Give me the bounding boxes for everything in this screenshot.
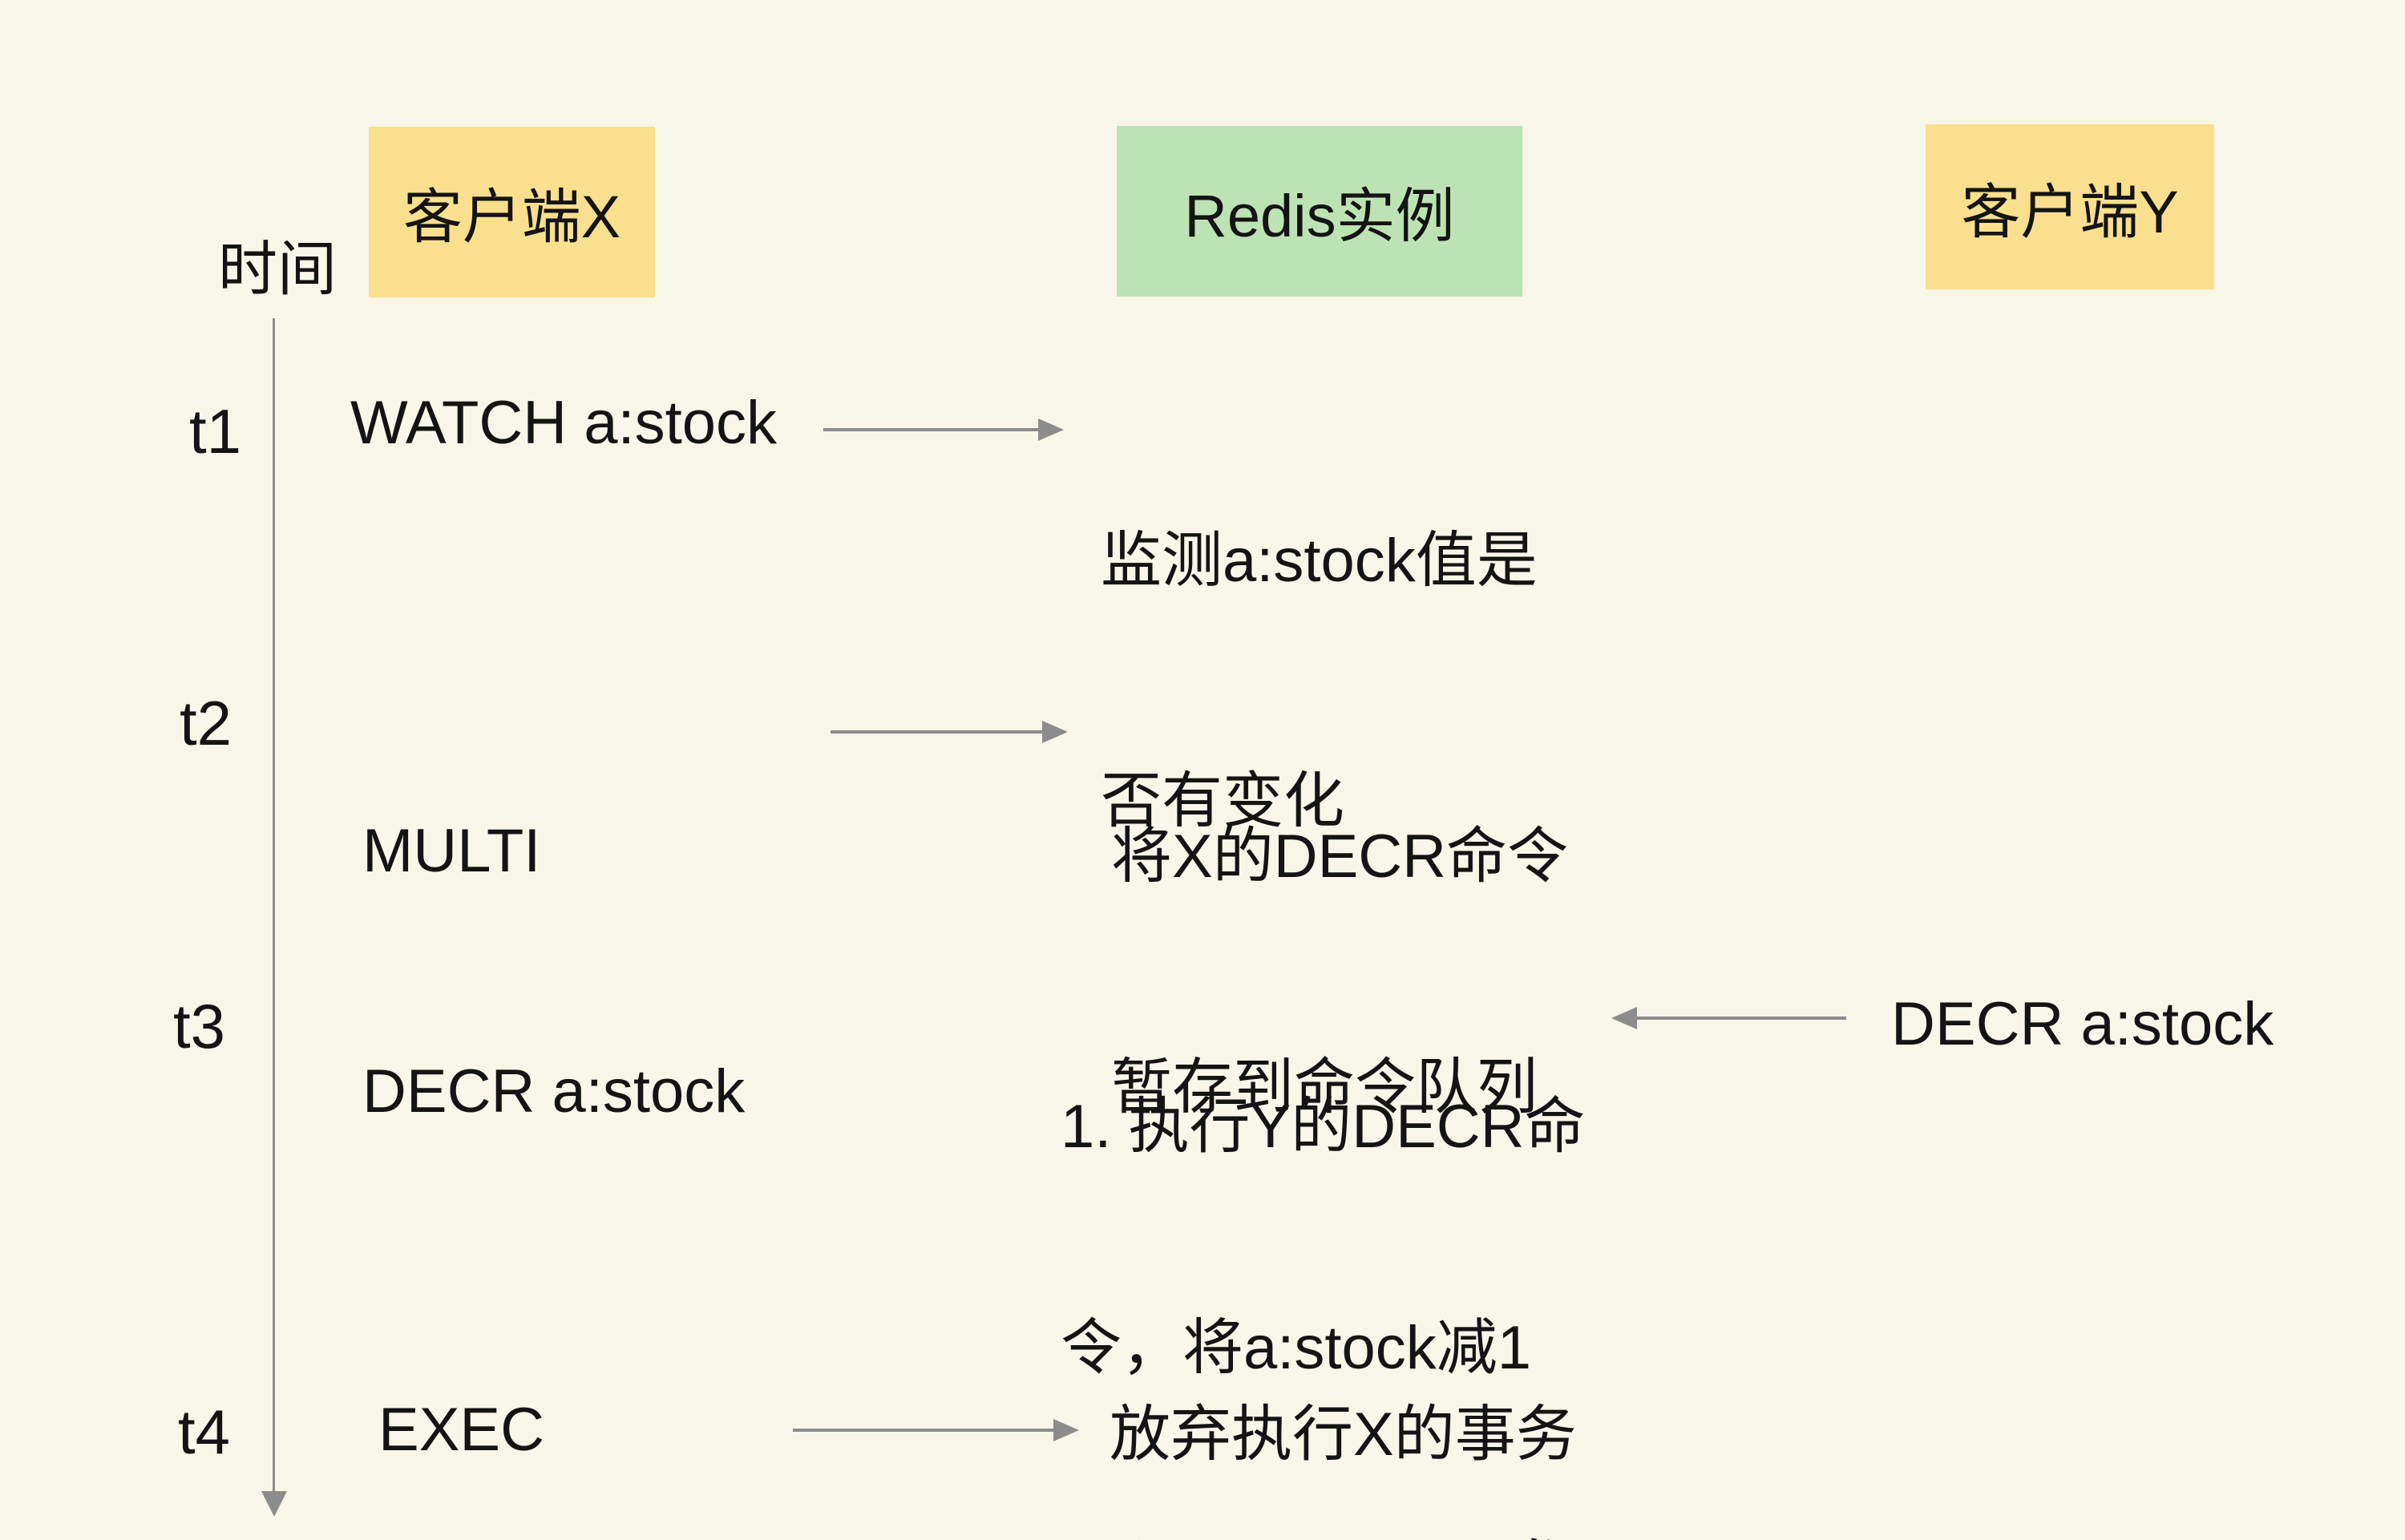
t2-redis-line-2: 暂存到命令队列 [1111,1053,1538,1122]
t3-arrow-head [1611,1007,1637,1029]
t2-client-x-line-1: MULTI [362,817,541,885]
t3-redis-line-1: 1. 执行Y的DECR命 [1061,1093,1586,1161]
t4-client-x-command: EXEC [378,1396,544,1464]
t3-redis-line-3: 2. 记录a:stock已发 [1061,1533,1586,1540]
t3-redis-line-2: 令，将a:stock减1 [1061,1314,1532,1382]
t3-client-y-command: DECR a:stock [1891,990,2274,1058]
actor-box-redis: Redis实例 [1117,126,1522,297]
t2-client-x-command: MULTI DECR a:stock [362,651,745,1292]
actor-box-client-y: 客户端Y [1926,124,2214,289]
t2-client-x-line-2: DECR a:stock [362,1057,746,1126]
t1-redis-response: 监测a:stock值是 否有变化 [1101,361,1538,1002]
t4-arrow-shaft [793,1429,1057,1432]
t3-arrow-left-icon [1611,1007,1846,1029]
time-axis-arrowhead-icon [261,1491,287,1517]
t3-redis-actions: 1. 执行Y的DECR命 令，将a:stock减1 2. 记录a:stock已发… [1061,943,1586,1540]
actor-label-client-x: 客户端X [402,184,621,250]
t2-arrow-right-icon [831,721,1068,743]
tick-t2: t2 [180,688,232,758]
t4-arrow-right-icon [793,1419,1079,1441]
t2-redis-line-1: 将X的DECR命令 [1111,823,1569,891]
t1-redis-line-2: 否有变化 [1101,767,1344,835]
actor-label-redis: Redis实例 [1184,183,1455,249]
time-axis-line [273,318,275,1493]
tick-t3: t3 [173,991,226,1061]
t4-redis-response: 放弃执行X的事务 [1110,1401,1577,1469]
t4-arrow-head [1053,1419,1079,1441]
t1-arrow-shaft [823,428,1041,431]
t3-arrow-shaft [1634,1017,1846,1020]
tick-t4: t4 [178,1397,231,1467]
t2-arrow-shaft [831,730,1045,734]
tick-t1: t1 [189,396,242,467]
actor-label-client-y: 客户端Y [1961,178,2179,245]
t2-arrow-head [1042,721,1068,743]
t1-arrow-head [1038,418,1064,441]
actor-box-client-x: 客户端X [369,127,655,297]
t1-client-x-command: WATCH a:stock [350,389,778,457]
time-axis-label: 时间 [218,236,337,302]
t1-arrow-right-icon [823,418,1064,441]
t2-redis-response: 将X的DECR命令 暂存到命令队列 [1111,665,1568,1280]
t1-redis-line-1: 监测a:stock值是 [1101,527,1538,595]
